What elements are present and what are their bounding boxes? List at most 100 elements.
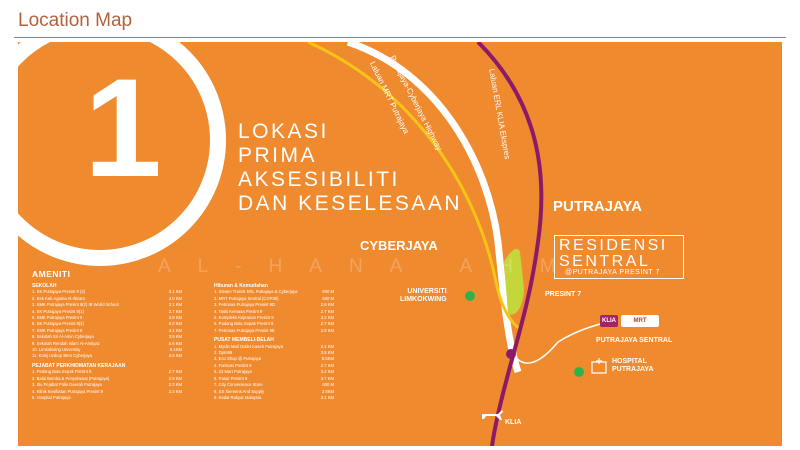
list-item-name: 2. Dpm88 bbox=[214, 350, 233, 356]
list-item: 8. SS Siemens And Supply 2.8KM bbox=[214, 389, 334, 395]
list-item: 3. Ibu Pejabat Polis Daerah Putrajaya 2.3… bbox=[32, 382, 182, 388]
list-item-name: 8. SS Siemens And Supply bbox=[214, 388, 265, 394]
label-universiti-line-1: UNIVERSITI bbox=[407, 288, 447, 295]
list-item-name: 8. Sekolah Sri Al-Amin Cyberjaya bbox=[32, 334, 94, 340]
list-item-name: 5. Hospital Putrajaya bbox=[32, 394, 71, 400]
hospital-marker bbox=[574, 367, 584, 377]
list-item-name: 2. MRT Putrajaya Sentral (CGP36) bbox=[214, 295, 279, 301]
list-item: 4. SK Putrajaya Presint 9(1) 3.7 KM bbox=[32, 309, 182, 315]
list-item: 5. Kompleks Kejiranan Presint 9 3.2 KM bbox=[214, 315, 334, 321]
list-item-distance: 3.2 KM bbox=[320, 315, 334, 321]
label-putrajaya: PUTRAJAYA bbox=[553, 198, 642, 215]
list-item: 3. Petronas Putrajaya Presint 9D 2.8 KM bbox=[214, 302, 334, 308]
list-item-name: 1. Mydin Mall Outlet Kaseh Putrajaya bbox=[214, 343, 283, 349]
list-heading: PEJABAT PERKHIDMATAN KERAJAAN bbox=[32, 362, 126, 369]
list-item-distance: 2.1 KM bbox=[320, 343, 334, 349]
list-item-distance: 6.0 KM bbox=[168, 321, 182, 327]
list-item-distance: 2.3 KM bbox=[168, 382, 182, 388]
headline-number: 1 bbox=[84, 49, 162, 206]
list-item: 1. Stesen Transit ERL Putrajaya & Cyberj… bbox=[214, 289, 334, 295]
list-item-distance: 6.1KM bbox=[169, 347, 182, 353]
list-item-distance: 2.7 KM bbox=[320, 321, 334, 327]
list-item-name: 1. Pedang Bola Sepak Presint 9 bbox=[32, 369, 92, 375]
map-graphics bbox=[18, 42, 619, 446]
list-item-distance: 3.1 KM bbox=[168, 302, 182, 308]
label-putrajaya-sentral: PUTRAJAYA SENTRAL bbox=[596, 337, 673, 344]
station-marker bbox=[506, 349, 516, 359]
list-item-distance: 2.9 KM bbox=[168, 375, 182, 381]
list-item-distance: 3.7 KM bbox=[320, 375, 334, 381]
list-item: 2. Balai Bomba & Penyelamat (Putrajaya)2… bbox=[32, 376, 182, 382]
list-item-name: 1. Stesen Transit ERL Putrajaya & Cyberj… bbox=[214, 289, 298, 295]
list-item: 7. SMK Putrajaya Presint 8 4.1 KM bbox=[32, 328, 182, 334]
label-hospital: HOSPITAL PUTRAJAYA bbox=[612, 358, 654, 374]
list-item-distance: 2.8KM bbox=[321, 388, 334, 394]
list-item: 1. Mydin Mall Outlet Kaseh Putrajaya 2.1 … bbox=[214, 344, 334, 350]
list-item: 10. Limkokwing University 6.1KM bbox=[32, 347, 182, 353]
list-item-distance: 4.1 KM bbox=[168, 327, 182, 333]
list-item-name: 4. SK Putrajaya Presint 9(1) bbox=[32, 308, 84, 314]
list-item-distance: 3.9 KM bbox=[168, 334, 182, 340]
list-item-name: 3. SMK Putrajaya Presint 9(2) IB World S… bbox=[32, 302, 119, 308]
list-item: 3. SMK Putrajaya Presint 9(2) IB World S… bbox=[32, 302, 182, 308]
universiti-marker bbox=[465, 291, 475, 301]
label-cyberjaya: CYBERJAYA bbox=[360, 238, 438, 253]
list-item-distance: 600 M bbox=[322, 295, 334, 301]
label-hospital-line-2: PUTRAJAYA bbox=[612, 366, 654, 373]
list-item-name: 4. Farmasi Presint 9 bbox=[214, 362, 252, 368]
highway-route bbox=[346, 42, 522, 374]
list-item-name: 1. SK Putrajaya Presint 9 (2) bbox=[32, 289, 86, 295]
label-universiti: UNIVERSITI LIMKOKWING bbox=[400, 288, 447, 304]
list-heading: SEKOLAH bbox=[32, 283, 57, 289]
development-site bbox=[504, 248, 524, 315]
list-item-name: 5. Kompleks Kejiranan Presint 9 bbox=[214, 315, 274, 321]
number-ring bbox=[18, 42, 226, 266]
list-item-distance: 4.5 KM bbox=[168, 353, 182, 359]
klia-badge: KLIA bbox=[600, 315, 618, 327]
mrt-route bbox=[307, 42, 523, 332]
list-item-name: 10. Limkokwing University bbox=[32, 347, 81, 353]
list-item-name: 9. Sekolah Rendah Islam Al-Amtiyaz bbox=[32, 340, 100, 346]
list-heading: PUSAT MEMBELI-BELAH bbox=[214, 337, 274, 344]
list-item-distance: 2.7 KM bbox=[320, 308, 334, 314]
label-universiti-line-2: LIMKOKWING bbox=[400, 296, 447, 303]
list-item-distance: 3.7 KM bbox=[168, 308, 182, 314]
list-item-name: 3. Petronas Putrajaya Presint 9D bbox=[214, 302, 275, 308]
list-item-name: 4. Klinik Kesihatan Putrajaya Presint 9 bbox=[32, 388, 103, 394]
list-item-name: 9. Kedai Rakyat Malaysia bbox=[214, 394, 262, 400]
list-item-distance: 2.7 KM bbox=[168, 369, 182, 375]
residensi-name: RESIDENSI SENTRAL bbox=[559, 237, 668, 270]
list-item-distance: 2.8 KM bbox=[320, 302, 334, 308]
list-item-distance: 2.7 KM bbox=[320, 362, 334, 368]
plane-icon bbox=[482, 410, 503, 420]
list-item-name: 3. Ibu Pejabat Polis Daerah Putrajaya bbox=[32, 382, 102, 388]
label-hospital-line-1: HOSPITAL bbox=[612, 358, 647, 365]
list-item: 2. MRT Putrajaya Sentral (CGP36) 600 M bbox=[214, 296, 334, 302]
list-item-distance: 3.2 KM bbox=[320, 369, 334, 375]
list-item: 1. Pedang Bola Sepak Presint 9 2.7 KM bbox=[32, 369, 182, 375]
title-divider bbox=[14, 37, 786, 38]
list-item-name: 7. Petronas Putrajaya Presint 9E bbox=[214, 327, 275, 333]
headline-line-2: PRIMA bbox=[238, 144, 318, 167]
headline-line-4: DAN KESELESAAN bbox=[238, 192, 463, 215]
list-item-distance: 600 M bbox=[322, 289, 334, 295]
residensi-frame bbox=[554, 235, 684, 279]
list-item: 4. Farmasi Presint 9 2.7 KM bbox=[214, 363, 334, 369]
mrt-badge: MRT bbox=[621, 315, 659, 327]
list-item: 1. SK Putrajaya Presint 9 (2)3.1 KM bbox=[32, 289, 182, 295]
location-map: 1 LOKASI PRIMA AKSESIBILITI DAN KESELESA… bbox=[18, 42, 782, 446]
headline-line-3: AKSESIBILITI bbox=[238, 168, 400, 191]
list-item-name: 6. Padang Bola Sepak Presint 9 bbox=[214, 321, 274, 327]
list-item-name: 7. SMK Putrajaya Presint 8 bbox=[32, 327, 83, 333]
